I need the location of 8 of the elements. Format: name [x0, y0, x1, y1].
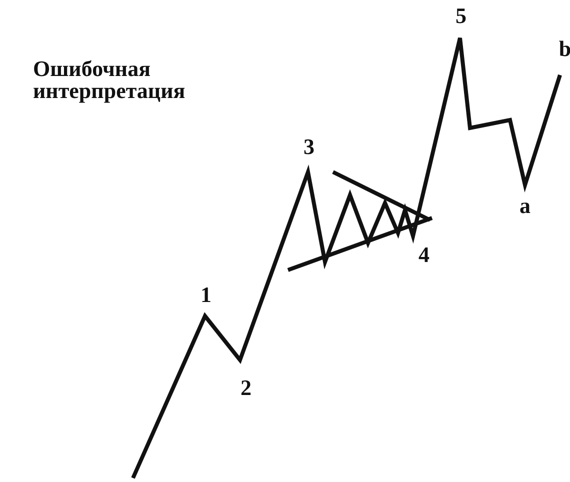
wave-label: 3 [304, 136, 314, 158]
wave-label: 5 [456, 5, 466, 27]
wave-label: a [520, 195, 530, 217]
chart-title: Ошибочная интерпретация [33, 58, 186, 102]
wave-label: b [558, 38, 570, 60]
wave-label: 4 [418, 244, 430, 266]
wave-label: 1 [200, 284, 212, 306]
wave-label: 2 [240, 377, 252, 399]
